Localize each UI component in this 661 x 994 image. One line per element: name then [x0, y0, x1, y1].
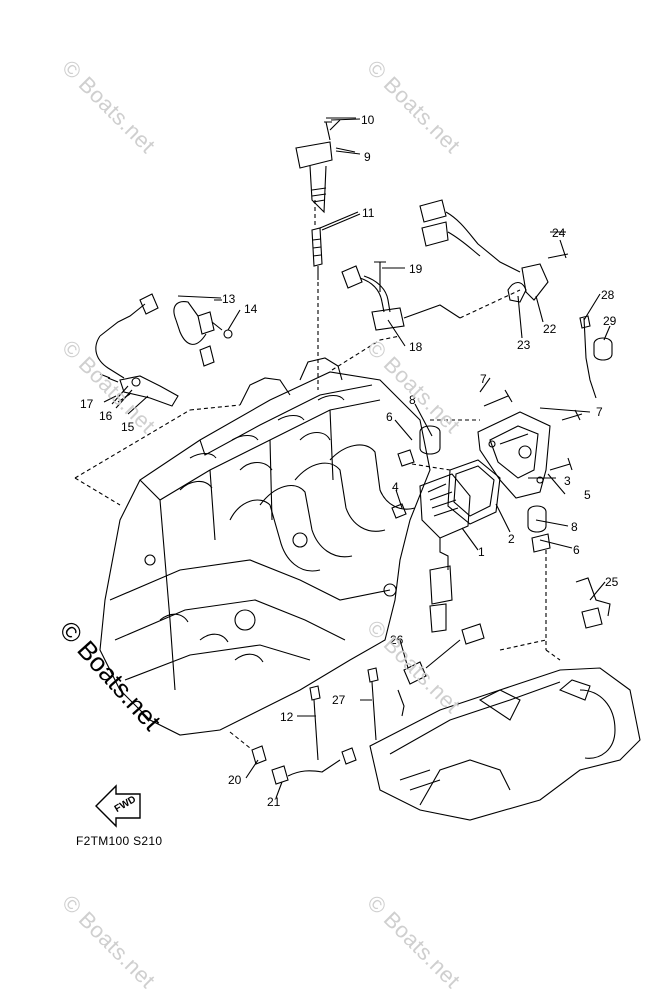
callout-8b: 8 [571, 520, 578, 534]
callout-2: 2 [508, 532, 515, 546]
ignition-coil [295, 141, 333, 169]
callout-20: 20 [228, 773, 242, 787]
diagram-canvas [74, 117, 641, 828]
gasket-2 [447, 459, 501, 525]
callout-24: 24 [552, 226, 566, 240]
parts-diagram: 10 9 11 19 18 24 22 23 28 29 13 14 17 16… [54, 55, 641, 993]
callout-7a: 7 [480, 372, 487, 386]
callout-25: 25 [605, 575, 619, 589]
callout-12: 12 [280, 710, 294, 724]
fwd-arrow [95, 784, 141, 828]
sensor-15 [119, 375, 179, 407]
callout-10: 10 [361, 113, 375, 127]
callout-26: 26 [390, 633, 404, 647]
callout-19: 19 [409, 262, 423, 276]
callout-15: 15 [121, 420, 135, 434]
callout-27: 27 [332, 693, 346, 707]
bracket-3 [477, 411, 551, 499]
callout-23: 23 [517, 338, 531, 352]
callout-8a: 8 [409, 393, 416, 407]
callout-17: 17 [80, 397, 94, 411]
callout-1: 1 [478, 545, 485, 559]
callout-29: 29 [603, 314, 617, 328]
callout-9: 9 [364, 150, 371, 164]
callout-16: 16 [99, 409, 113, 423]
sensor-13 [197, 311, 215, 335]
harness-22 [419, 199, 447, 223]
part-28 [583, 317, 597, 399]
callout-22: 22 [543, 322, 557, 336]
callout-6b: 6 [573, 543, 580, 557]
callout-14: 14 [244, 302, 258, 316]
callout-6a: 6 [386, 410, 393, 424]
module-1 [419, 473, 471, 539]
callout-4: 4 [392, 480, 399, 494]
sensor-26 [397, 689, 405, 717]
engine-block [99, 371, 431, 736]
spark-plug [311, 227, 323, 267]
callout-5: 5 [584, 488, 591, 502]
callout-3: 3 [564, 474, 571, 488]
callout-11: 11 [362, 206, 375, 220]
diagram-code: F2TM100 S210 [76, 834, 163, 848]
callout-18: 18 [409, 340, 423, 354]
intake-body [369, 667, 641, 821]
callout-21: 21 [267, 795, 281, 809]
callout-7b: 7 [596, 405, 603, 419]
callout-28: 28 [601, 288, 615, 302]
callout-13: 13 [222, 292, 236, 306]
harness-18 [341, 265, 363, 289]
